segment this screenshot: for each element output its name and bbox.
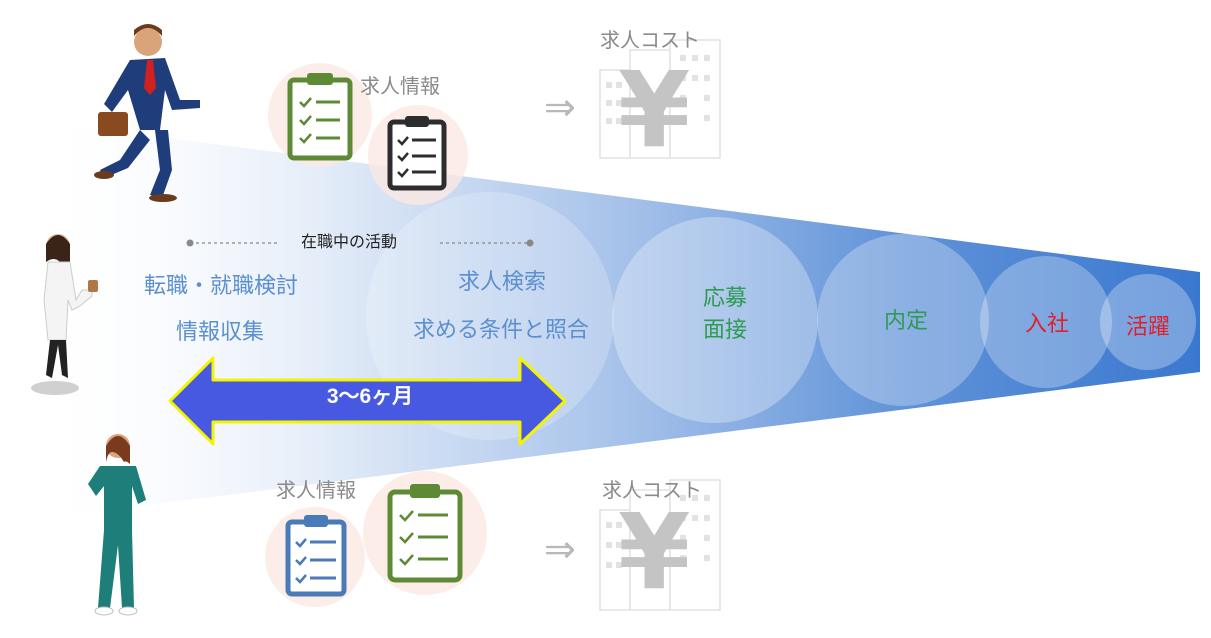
stage-circle-2 <box>366 192 614 440</box>
stage1-line1: 転職・就職検討 <box>144 274 299 299</box>
top-yen-glyph: ¥ <box>618 49 691 171</box>
yen-building-icon <box>599 479 721 611</box>
stage2-line1: 求人検索 <box>458 270 547 295</box>
woman-with-coffee-icon <box>31 234 98 395</box>
blue-clipboard-icon <box>265 507 365 607</box>
stage3-line1: 応募 <box>703 286 748 311</box>
stage-circle-6 <box>1100 274 1196 370</box>
duration-label: 3～6ヶ月 <box>326 385 414 408</box>
green-clipboard-icon <box>268 63 372 167</box>
bottom-arrow-glyph: ⇒ <box>544 527 576 571</box>
stage-circle-4 <box>817 234 989 406</box>
active-period-label: 在職中の活動 <box>301 232 398 251</box>
top-cost-label: 求人コスト <box>600 28 700 52</box>
duration-double-arrow <box>168 356 567 446</box>
yen-building-icon <box>599 39 721 159</box>
active-period-line <box>186 239 534 247</box>
stage-circle-5 <box>980 256 1112 388</box>
top-arrow-glyph: ⇒ <box>544 85 576 129</box>
nurse-in-scrubs-icon <box>88 434 146 616</box>
green-clipboard-icon <box>363 471 487 595</box>
man-running-with-briefcase-icon <box>94 24 200 202</box>
stage-circle-3 <box>612 217 818 423</box>
stage1-line2: 情報収集 <box>176 320 265 345</box>
bottom-info-label: 求人情報 <box>276 478 356 502</box>
bottom-yen-glyph: ¥ <box>618 491 691 613</box>
dark-clipboard-icon <box>368 105 468 205</box>
bottom-cost-label: 求人コスト <box>602 478 702 502</box>
stage4-label: 内定 <box>884 309 929 334</box>
stage2-line2: 求める条件と照合 <box>413 318 590 343</box>
stage6-label: 活躍 <box>1126 315 1171 340</box>
stage3-line2: 面接 <box>703 318 748 343</box>
top-info-label: 求人情報 <box>360 74 440 98</box>
stage5-label: 入社 <box>1025 312 1070 337</box>
